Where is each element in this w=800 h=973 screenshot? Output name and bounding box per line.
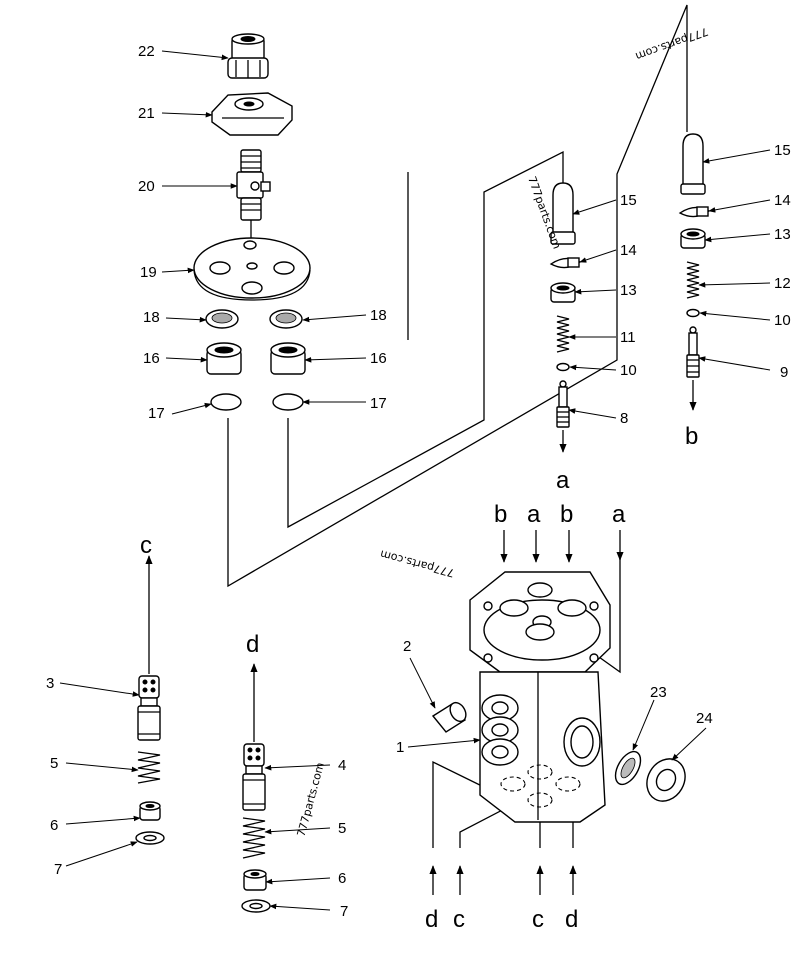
part-11-spring-middle	[556, 315, 570, 353]
part-9-spool-right	[686, 326, 700, 378]
part-18-seal-left	[205, 309, 239, 329]
part-24-nut	[646, 758, 686, 802]
part-20-joint	[236, 149, 271, 258]
part-21-plate	[211, 92, 293, 136]
port-label-a-body: a	[527, 501, 541, 528]
part-7-washer-left	[135, 831, 165, 845]
part-17-oring-right	[272, 393, 304, 411]
part-4-spool	[242, 743, 266, 811]
callout-16-left: 16	[143, 350, 160, 367]
callout-21: 21	[138, 105, 155, 122]
callout-labels: 22 21 20 19 18 18 16 16 17 17 15 14 13 1…	[46, 43, 791, 920]
port-label-c-bottom-left: c	[453, 906, 465, 933]
part-17-oring-left	[210, 393, 242, 411]
watermark-top-right: 777parts.com	[634, 25, 710, 63]
watermark-body: 777parts.com	[379, 547, 456, 579]
callout-17-left: 17	[148, 405, 165, 422]
port-label-d-middle: d	[246, 631, 259, 658]
callout-6-left: 6	[50, 817, 58, 834]
callout-13-middle: 13	[620, 282, 637, 299]
route-line-d-left	[432, 760, 491, 848]
callout-16-right: 16	[370, 350, 387, 367]
callout-14-right: 14	[774, 192, 791, 209]
part-14-clip-right	[678, 206, 711, 218]
port-label-a-middle: a	[556, 467, 570, 494]
callout-12-right: 12	[774, 275, 791, 292]
callout-10-right: 10	[774, 312, 791, 329]
part-5-spring-left	[137, 751, 161, 784]
part-16-bushing-right	[270, 342, 306, 375]
routing-lines	[227, 4, 688, 848]
part-12-spring-right	[686, 261, 700, 299]
part-14-clip-middle	[549, 257, 582, 269]
callout-15-middle: 15	[620, 192, 637, 209]
callout-9-right: 9	[780, 364, 788, 381]
part-1-valve-body	[469, 571, 611, 823]
port-label-c-bottom-right: c	[532, 906, 544, 933]
callout-6-middle: 6	[338, 870, 346, 887]
part-22-cap	[227, 33, 269, 79]
part-10-washer-middle	[556, 362, 570, 372]
route-line-inner	[287, 150, 564, 529]
port-labels: a b b a b a c d d c c d	[140, 423, 698, 933]
callout-20: 20	[138, 178, 155, 195]
part-15-piston-middle	[550, 182, 576, 245]
callout-14-middle: 14	[620, 242, 637, 259]
part-16-bushing-left	[206, 342, 242, 375]
callout-7-middle: 7	[340, 903, 348, 920]
callout-5-left: 5	[50, 755, 58, 772]
callout-15-right: 15	[774, 142, 791, 159]
route-line-outer	[227, 4, 688, 588]
part-13-nut-middle	[550, 282, 576, 303]
part-13-nut-right	[680, 228, 706, 249]
callout-8-middle: 8	[620, 410, 628, 427]
port-label-d-bottom-left: d	[425, 906, 438, 933]
leader-lines	[59, 50, 771, 911]
port-label-b-body-left: b	[494, 501, 507, 528]
part-8-spool-middle	[556, 380, 570, 428]
callout-24: 24	[696, 710, 713, 727]
port-label-d-bottom-right: d	[565, 906, 578, 933]
callout-1: 1	[396, 739, 404, 756]
watermark-bottom: 777parts.com	[295, 761, 327, 838]
part-15-piston-right	[680, 133, 706, 195]
callout-3: 3	[46, 675, 54, 692]
part-2-plug	[431, 701, 467, 733]
callout-5-middle: 5	[338, 820, 346, 837]
callout-18-right: 18	[370, 307, 387, 324]
part-18-seal-right	[269, 309, 303, 329]
callout-7-left: 7	[54, 861, 62, 878]
callout-4: 4	[338, 757, 346, 774]
callout-17-right: 17	[370, 395, 387, 412]
port-label-c-left: c	[140, 532, 152, 559]
callout-11-middle: 11	[620, 329, 636, 346]
callout-10-middle: 10	[620, 362, 637, 379]
part-10-washer-right	[686, 308, 700, 318]
callout-23: 23	[650, 684, 667, 701]
callout-19: 19	[140, 264, 157, 281]
callout-18-left: 18	[143, 309, 160, 326]
part-6-retainer-left	[139, 801, 161, 821]
callout-2: 2	[403, 638, 411, 655]
callout-13-right: 13	[774, 226, 791, 243]
port-label-a-body-right: a	[612, 501, 626, 528]
part-7-washer-middle	[241, 899, 271, 913]
part-6-retainer-middle	[243, 869, 267, 891]
route-line-c-left	[459, 804, 513, 848]
port-label-b-right: b	[685, 423, 698, 450]
part-19-disc	[193, 237, 311, 301]
callout-22: 22	[138, 43, 155, 60]
part-23-filter	[614, 750, 642, 786]
part-5-spring-middle	[242, 817, 266, 859]
port-label-b-body-right: b	[560, 501, 573, 528]
part-3-spool	[137, 675, 161, 741]
